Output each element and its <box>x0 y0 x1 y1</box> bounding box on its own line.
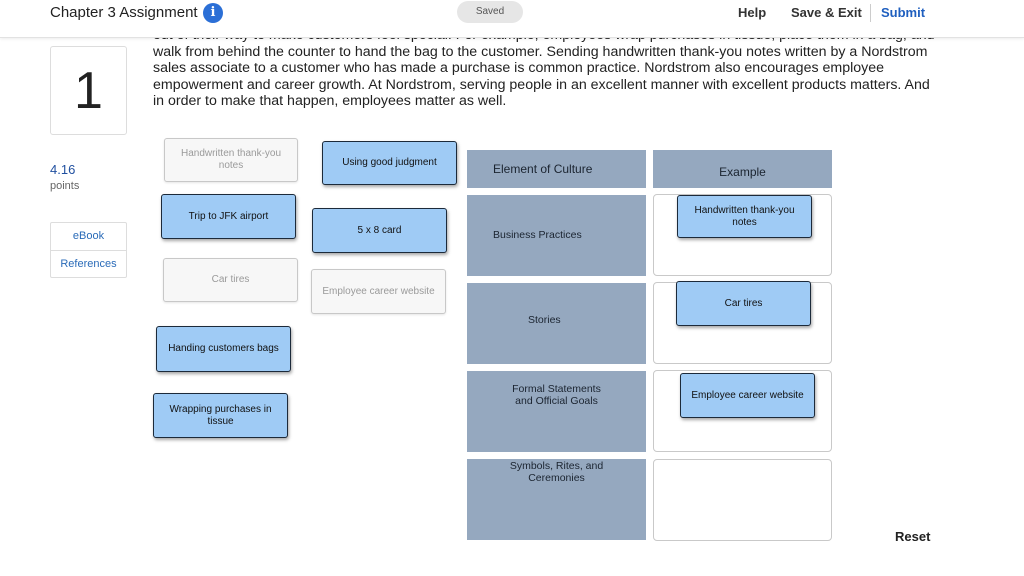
help-button[interactable]: Help <box>738 5 767 20</box>
drag-tile[interactable]: Wrapping purchases in tissue <box>153 393 288 438</box>
points-label: points <box>50 180 80 192</box>
ebook-link[interactable]: eBook <box>72 230 105 242</box>
save-exit-button[interactable]: Save & Exit <box>791 5 862 20</box>
drop-zone-empty[interactable] <box>653 459 832 541</box>
placed-tile[interactable]: Employee career website <box>680 373 815 418</box>
drag-tile[interactable]: Employee career website <box>311 269 446 314</box>
assignment-title: Chapter 3 Assignment <box>50 4 198 21</box>
question-intro-text: out of their way to make customers feel … <box>153 38 935 109</box>
header-element-of-culture: Element of Culture <box>467 150 646 188</box>
placed-tile[interactable]: Handwritten thank-you notes <box>677 195 812 238</box>
drag-tile[interactable]: 5 x 8 card <box>312 208 447 253</box>
question-text-area: out of their way to make customers feel … <box>0 38 1024 118</box>
category-cell: Formal Statements and Official Goals <box>467 371 646 452</box>
category-cell: Symbols, Rites, and Ceremonies <box>467 459 646 540</box>
drag-tile[interactable]: Using good judgment <box>322 141 457 185</box>
references-link[interactable]: References <box>51 250 126 277</box>
drag-tile[interactable]: Trip to JFK airport <box>161 194 296 239</box>
header-example: Example <box>653 150 832 188</box>
question-number: 1 <box>50 46 127 135</box>
header-divider <box>870 4 871 22</box>
top-bar: Chapter 3 Assignment i Saved Help Save &… <box>0 0 1024 38</box>
placed-tile[interactable]: Car tires <box>676 281 811 326</box>
resource-links: eBook References <box>50 222 127 278</box>
saved-status: Saved <box>457 1 523 23</box>
points-value: 4.16 <box>50 162 76 177</box>
drag-tile[interactable]: Handing customers bags <box>156 326 291 372</box>
category-cell: Business Practices <box>467 195 646 276</box>
reset-button[interactable]: Reset <box>895 529 931 544</box>
submit-button[interactable]: Submit <box>881 5 926 20</box>
info-icon[interactable]: i <box>203 3 223 23</box>
drag-tile[interactable]: Handwritten thank-you notes <box>164 138 298 182</box>
category-cell: Stories <box>467 283 646 364</box>
drag-tile[interactable]: Car tires <box>163 258 298 302</box>
